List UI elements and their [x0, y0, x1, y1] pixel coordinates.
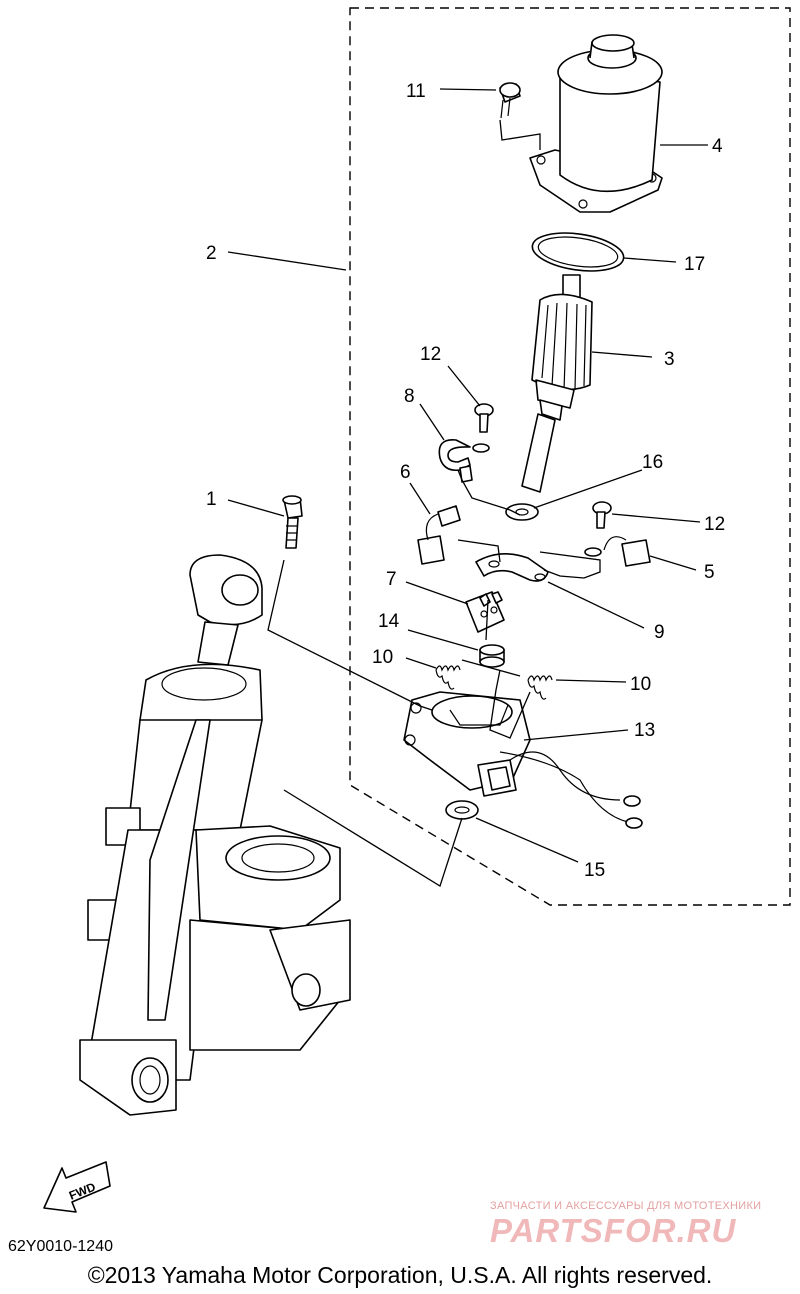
callout-16: 16 [642, 452, 663, 473]
callout-5: 5 [704, 562, 715, 583]
watermark-logo: PARTSFOR.RU [490, 1212, 737, 1249]
part-9-brush-plate [475, 553, 549, 582]
part-16-washer [505, 503, 539, 521]
part-5-brush [603, 536, 651, 567]
callout-10-right: 10 [630, 674, 651, 695]
callout-13: 13 [634, 720, 655, 741]
assembly-2-boundary [349, 7, 791, 906]
callout-12-lower: 12 [704, 514, 725, 535]
callout-3: 3 [664, 349, 675, 370]
diagram-code: 62Y0010-1240 [8, 1238, 113, 1255]
callout-15: 15 [584, 860, 605, 881]
callout-9: 9 [654, 622, 665, 643]
callout-17: 17 [684, 254, 705, 275]
part-17-o-ring [531, 232, 625, 272]
tilt-cylinder-body [79, 554, 351, 1116]
part-3-armature [521, 274, 593, 493]
part-6-brush [417, 505, 461, 565]
callout-8: 8 [404, 386, 415, 407]
callout-14: 14 [378, 611, 400, 632]
callout-11: 11 [406, 81, 426, 102]
callout-10-left: 10 [372, 647, 393, 668]
part-7-terminal-block [465, 591, 505, 633]
part-10-spring-right [527, 675, 553, 700]
copyright-text: ©2013 Yamaha Motor Corporation, U.S.A. A… [87, 1262, 713, 1288]
callout-6: 6 [400, 462, 411, 483]
callout-7: 7 [386, 569, 397, 590]
callout-leaders [227, 88, 708, 863]
callout-12-upper: 12 [420, 344, 441, 365]
callout-1: 1 [206, 489, 217, 510]
assembly-lines [267, 119, 601, 887]
part-12-screw-lower [584, 501, 612, 557]
callout-2: 2 [206, 243, 217, 264]
part-12-screw-upper [472, 403, 494, 453]
fwd-arrow-icon: FWD [43, 1161, 111, 1213]
part-13-end-frame [403, 691, 643, 829]
watermark-tagline: ЗАПЧАСТИ И АКСЕССУАРЫ ДЛЯ МОТОТЕХНИКИ [490, 1200, 762, 1212]
part-11-screw [499, 82, 521, 119]
callout-labels: 11 4 2 17 3 12 8 16 6 1 12 5 7 9 14 10 1… [206, 81, 725, 881]
part-8-brush-lead [438, 439, 473, 483]
part-1-bolt [282, 495, 303, 549]
part-10-spring-left [435, 665, 461, 690]
callout-4: 4 [712, 136, 723, 157]
part-4-motor-housing [529, 34, 663, 213]
part-14-bushing [479, 644, 505, 668]
part-15-seal [445, 800, 479, 820]
